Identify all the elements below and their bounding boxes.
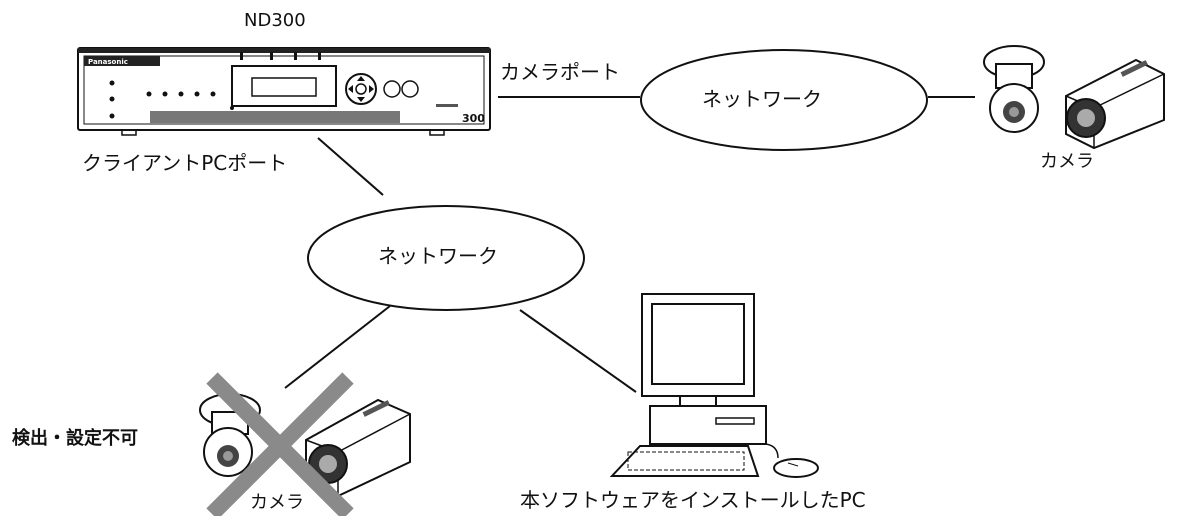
network-cloud-center (307, 205, 585, 311)
recorder-model-label: ND300 (244, 10, 306, 31)
camera-group-right (983, 45, 1165, 150)
network-to-pc-line (519, 309, 637, 393)
camera-group-unavailable (199, 393, 411, 498)
client-pc-port-label: クライアントPCポート (82, 151, 288, 175)
network-cloud-top (640, 49, 928, 151)
pc-label: 本ソフトウェアをインストールしたPC (520, 488, 866, 512)
recorder-badge: 300 (462, 112, 485, 125)
undetectable-label: 検出・設定不可 (12, 428, 138, 449)
camera-port-label: カメラポート (500, 60, 620, 84)
cross-mark (206, 372, 354, 516)
pc-computer (609, 293, 819, 478)
camera-right-label: カメラ (1040, 151, 1094, 172)
nd300-recorder: Panasonic 300 (77, 47, 491, 136)
camera-bottom-label: カメラ (250, 492, 304, 513)
client-port-line (317, 137, 384, 196)
network-center-label: ネットワーク (378, 244, 498, 268)
network-top-label: ネットワーク (702, 87, 822, 111)
network-to-camera-bottom-line (284, 305, 391, 389)
brand-logo: Panasonic (88, 58, 128, 66)
